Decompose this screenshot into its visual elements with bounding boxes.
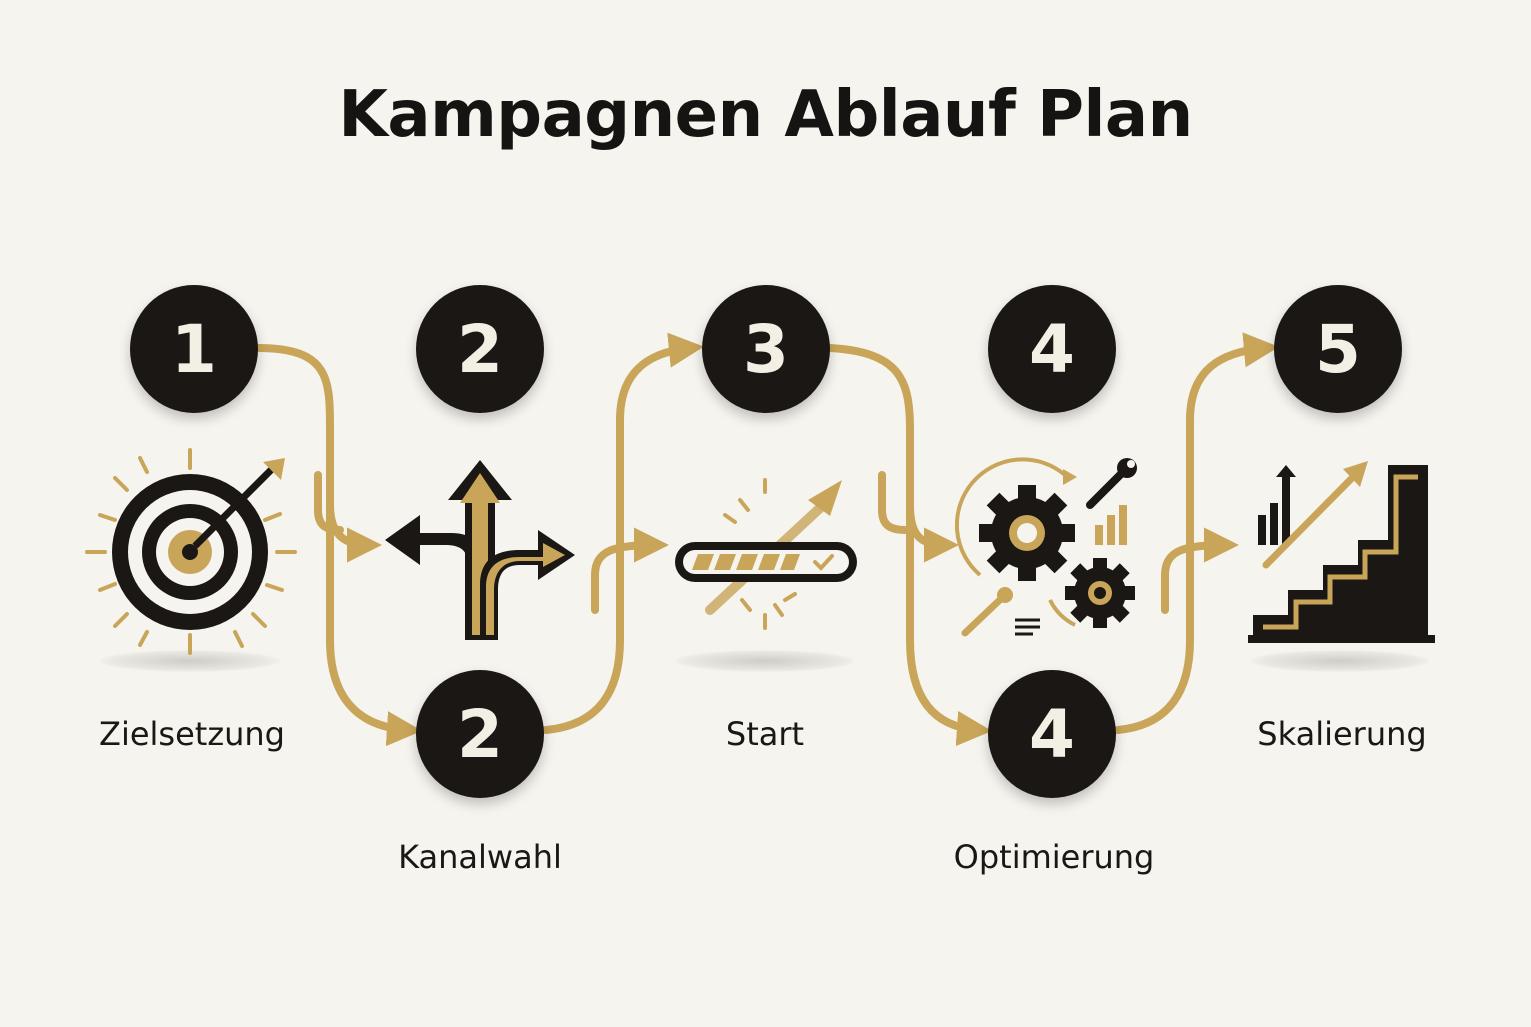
step-4-label: Optimierung xyxy=(953,838,1155,876)
connector-2-to-3-mid xyxy=(591,527,670,614)
growth-stairs-icon xyxy=(1248,461,1435,643)
step-2-badge-top: 2 xyxy=(416,285,544,413)
gears-tools-icon xyxy=(955,457,1137,637)
connector-accent-4 xyxy=(878,471,909,534)
connector-3-to-4-lower xyxy=(906,501,993,747)
step-4-badge-bottom: 4 xyxy=(988,670,1116,798)
connector-4-to-5-upper xyxy=(1186,332,1280,584)
diagram-title: Kampagnen Ablauf Plan xyxy=(338,78,1193,152)
connector-3-to-4-upper xyxy=(826,344,960,563)
connector-1-to-2-upper xyxy=(254,344,383,563)
connector-2-to-3-upper xyxy=(616,332,705,584)
step-3-label: Start xyxy=(725,715,805,753)
icon-3-shadow xyxy=(675,650,855,672)
step-4-badge-top: 4 xyxy=(988,285,1116,413)
target-icon xyxy=(85,448,297,655)
connector-accent-1 xyxy=(314,471,344,534)
launch-progress-icon xyxy=(675,478,857,630)
step-3-badge: 3 xyxy=(702,285,830,413)
icon-5-shadow xyxy=(1250,650,1430,672)
step-5-badge: 5 xyxy=(1274,285,1402,413)
connector-4-to-5-lower xyxy=(1114,571,1194,734)
connector-2-to-3-lower xyxy=(542,571,624,734)
connector-4-to-5-mid xyxy=(1161,527,1240,614)
step-1-label: Zielsetzung xyxy=(99,715,285,753)
step-2-badge-bottom: 2 xyxy=(416,670,544,798)
branching-arrows-icon xyxy=(385,460,575,640)
step-5-label: Skalierung xyxy=(1257,715,1427,753)
step-2-label: Kanalwahl xyxy=(398,838,562,876)
connector-1-to-2-lower xyxy=(326,501,423,747)
icon-1-shadow xyxy=(100,650,280,672)
step-1-badge: 1 xyxy=(130,285,258,413)
